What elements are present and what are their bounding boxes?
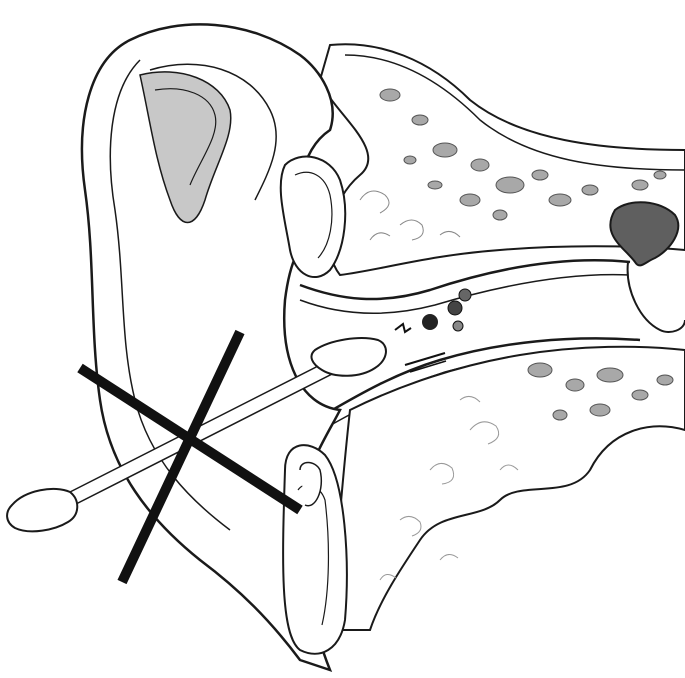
earwax-icon: [395, 289, 471, 372]
eardrum-icon: [610, 202, 685, 332]
temporal-bone-lower: [330, 347, 685, 630]
